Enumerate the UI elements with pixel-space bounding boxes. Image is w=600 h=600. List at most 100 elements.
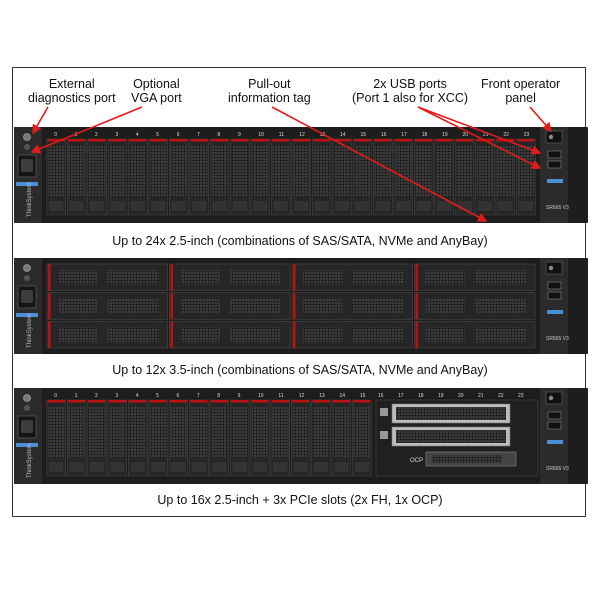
drive-latch xyxy=(312,400,330,403)
drive-bay-2-5: 21 xyxy=(475,132,495,216)
drive-bay-2-5: 0 xyxy=(46,132,66,216)
drive-handle xyxy=(416,201,431,211)
caption-16-bay: Up to 16x 2.5-inch + 3x PCIe slots (2x F… xyxy=(157,493,443,507)
drive-latch xyxy=(210,139,229,142)
drive-latch xyxy=(170,292,173,320)
drive-vent xyxy=(58,327,98,342)
drive-latch xyxy=(149,400,167,403)
drive-bay-2-5: 2 xyxy=(87,132,107,216)
drive-latch xyxy=(67,400,86,403)
drive-vent xyxy=(88,145,106,197)
brand-label: ThinkSystem xyxy=(27,443,33,478)
drive-handle xyxy=(396,201,411,211)
bay-number: 1 xyxy=(75,132,78,138)
drive-vent xyxy=(211,145,228,197)
drive-vent xyxy=(190,145,208,197)
drive-bay-3-5 xyxy=(169,263,291,291)
drive-handle xyxy=(49,462,64,472)
drive-handle xyxy=(110,201,125,211)
pcie-area: OCP xyxy=(375,399,539,477)
drive-handle xyxy=(334,462,349,472)
drive-handle xyxy=(273,201,288,211)
bay-number: 22 xyxy=(503,132,509,138)
drive-handle xyxy=(151,201,166,211)
info-tag-icon xyxy=(16,313,38,317)
bay-number: 2 xyxy=(95,132,98,138)
drive-bay-2-5: 3 xyxy=(107,393,127,477)
bay-number: 21 xyxy=(483,132,489,138)
drive-latch xyxy=(88,400,106,403)
drive-vent xyxy=(476,145,494,197)
drive-handle xyxy=(253,201,268,211)
drive-handle xyxy=(232,462,247,472)
drive-latch xyxy=(149,139,167,142)
drive-vent xyxy=(474,270,527,285)
callout-vga-line2: VGA port xyxy=(131,91,182,105)
drive-vent xyxy=(190,406,207,458)
drive-handle xyxy=(273,462,288,472)
bay-number: 16 xyxy=(381,132,387,138)
bay-number: 4 xyxy=(136,132,139,138)
slot-number: 18 xyxy=(418,393,424,399)
drive-latch xyxy=(332,400,351,403)
drive-latch xyxy=(108,139,127,142)
drive-bay-2-5: 13 xyxy=(311,393,331,477)
drive-vent xyxy=(88,406,106,458)
drive-bay-3-5 xyxy=(414,292,536,320)
bay-number: 4 xyxy=(136,393,139,399)
drive-latch xyxy=(272,139,290,142)
drive-latch xyxy=(190,139,208,142)
pcie-screw xyxy=(380,431,388,439)
callout-tag-line2: information tag xyxy=(228,91,311,105)
bay-number: 1 xyxy=(75,393,78,399)
drive-handle xyxy=(69,201,84,211)
drive-handle xyxy=(49,201,64,211)
drive-bay-3-5 xyxy=(46,321,168,349)
callout-usb-line1: 2x USB ports xyxy=(373,77,447,91)
drive-handle xyxy=(89,462,105,472)
drive-latch xyxy=(108,400,126,403)
drive-latch xyxy=(231,139,249,142)
drive-handle xyxy=(293,462,308,472)
model-label: SR665 V3 xyxy=(546,336,569,342)
usb-port-icon xyxy=(547,160,562,169)
drive-bay-2-5: 0 xyxy=(46,393,66,477)
drive-latch xyxy=(312,139,331,142)
slot-number: 20 xyxy=(458,393,464,399)
slot-number: 21 xyxy=(478,393,484,399)
drive-bay-2-5: 8 xyxy=(209,393,229,477)
drive-latch xyxy=(435,139,453,142)
drive-handle xyxy=(355,201,370,211)
diagnostics-port-icon xyxy=(23,133,31,141)
info-tag-icon xyxy=(16,443,38,447)
bay-number: 9 xyxy=(238,132,241,138)
bay-number: 20 xyxy=(463,132,469,138)
drive-bay-2-5: 14 xyxy=(332,132,352,216)
drive-latch xyxy=(48,292,51,320)
callout-vga-line1: Optional xyxy=(133,77,180,91)
slot-number: 17 xyxy=(398,393,404,399)
drive-latch xyxy=(170,321,173,348)
drive-bay-2-5: 6 xyxy=(168,393,189,477)
operator-panel-icon xyxy=(545,261,563,275)
bay-number: 2 xyxy=(95,393,98,399)
drive-bay-3-5 xyxy=(169,321,291,349)
drive-vent xyxy=(68,406,85,458)
bay-number: 17 xyxy=(401,132,407,138)
drive-vent xyxy=(456,145,473,197)
drive-latch xyxy=(353,139,372,142)
drive-bay-3-5 xyxy=(46,292,168,320)
bay-number: 8 xyxy=(218,132,221,138)
drive-handle xyxy=(313,462,329,472)
drive-latch xyxy=(170,264,173,291)
drive-vent xyxy=(150,145,167,197)
caption-12-bay: Up to 12x 3.5-inch (combinations of SAS/… xyxy=(112,363,488,377)
power-button-icon xyxy=(548,265,554,271)
bay-number: 19 xyxy=(442,132,448,138)
drive-handle xyxy=(375,201,391,211)
drive-vent xyxy=(68,145,85,197)
drive-vent xyxy=(313,145,330,197)
model-label: SR665 V3 xyxy=(546,466,569,472)
callout-info-tag: Pull-out information tag xyxy=(228,77,311,105)
drive-bay-2-5: 6 xyxy=(169,132,189,216)
